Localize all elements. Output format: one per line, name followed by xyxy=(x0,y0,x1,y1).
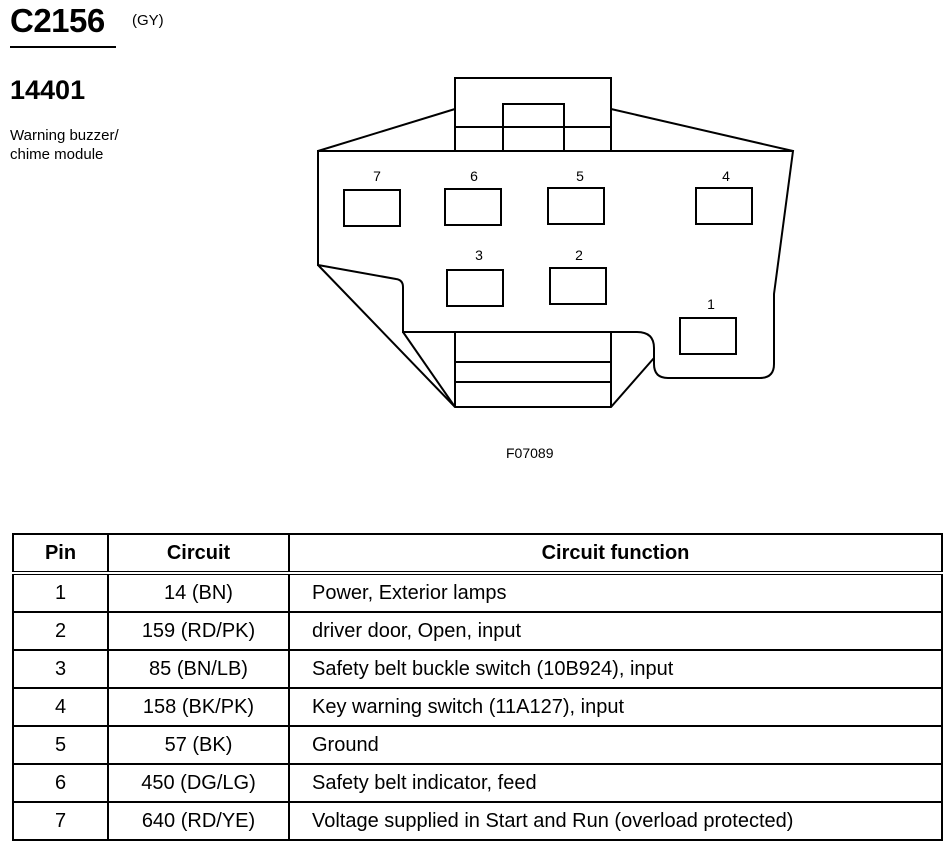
function-cell: driver door, Open, input xyxy=(288,611,943,651)
pin-circuit-table: Pin Circuit Circuit function 1 14 (BN) P… xyxy=(12,533,943,841)
table-row: 5 57 (BK) Ground xyxy=(12,725,943,765)
connector-latch xyxy=(454,77,612,152)
pin-cavity xyxy=(679,317,737,355)
function-cell: Safety belt indicator, feed xyxy=(288,763,943,803)
pin-cavity xyxy=(547,187,605,225)
circuit-cell: 57 (BK) xyxy=(107,725,290,765)
function-cell: Power, Exterior lamps xyxy=(288,572,943,613)
part-description: Warning buzzer/ chime module xyxy=(10,126,119,164)
connector-face-diagram: 1 2 3 4 5 6 7 xyxy=(317,77,795,408)
pin-label: 5 xyxy=(576,168,584,184)
pin-cell: 7 xyxy=(12,801,109,841)
shoulder-line xyxy=(610,108,794,152)
part-description-line: chime module xyxy=(10,146,104,163)
column-header-circuit: Circuit xyxy=(107,533,290,574)
circuit-cell: 159 (RD/PK) xyxy=(107,611,290,651)
part-description-line: Warning buzzer/ xyxy=(10,127,119,144)
pin-cell: 5 xyxy=(12,725,109,765)
pin-cell: 4 xyxy=(12,687,109,727)
table-header-row: Pin Circuit Circuit function xyxy=(12,533,943,574)
pin-cell: 6 xyxy=(12,763,109,803)
table-row: 7 640 (RD/YE) Voltage supplied in Start … xyxy=(12,801,943,841)
connector-id: C2156 xyxy=(10,2,105,39)
column-header-pin: Pin xyxy=(12,533,109,574)
circuit-cell: 450 (DG/LG) xyxy=(107,763,290,803)
circuit-cell: 158 (BK/PK) xyxy=(107,687,290,727)
table-row: 6 450 (DG/LG) Safety belt indicator, fee… xyxy=(12,763,943,803)
connector-body-outline xyxy=(317,150,795,379)
table-row: 2 159 (RD/PK) driver door, Open, input xyxy=(12,611,943,651)
part-number: 14401 xyxy=(10,75,86,105)
column-header-function: Circuit function xyxy=(288,533,943,574)
pin-label: 6 xyxy=(470,168,478,184)
table-row: 3 85 (BN/LB) Safety belt buckle switch (… xyxy=(12,649,943,689)
shoulder-line xyxy=(317,108,456,152)
pin-cavity xyxy=(343,189,401,227)
color-code: (GY) xyxy=(132,12,164,29)
pin-label: 1 xyxy=(707,296,715,312)
pin-label: 2 xyxy=(575,247,583,263)
table-row: 1 14 (BN) Power, Exterior lamps xyxy=(12,572,943,613)
pin-cell: 2 xyxy=(12,611,109,651)
table-row: 4 158 (BK/PK) Key warning switch (11A127… xyxy=(12,687,943,727)
function-cell: Voltage supplied in Start and Run (overl… xyxy=(288,801,943,841)
connector-id-underline xyxy=(10,46,116,48)
function-cell: Safety belt buckle switch (10B924), inpu… xyxy=(288,649,943,689)
pin-cavity xyxy=(549,267,607,305)
pin-cell: 1 xyxy=(12,572,109,613)
pin-label: 7 xyxy=(373,168,381,184)
function-cell: Key warning switch (11A127), input xyxy=(288,687,943,727)
circuit-cell: 85 (BN/LB) xyxy=(107,649,290,689)
function-cell: Ground xyxy=(288,725,943,765)
circuit-cell: 640 (RD/YE) xyxy=(107,801,290,841)
pin-cavity xyxy=(446,269,504,307)
connector-skirt xyxy=(317,264,655,408)
pin-cell: 3 xyxy=(12,649,109,689)
pin-label: 3 xyxy=(475,247,483,263)
pin-label: 4 xyxy=(722,168,730,184)
figure-id: F07089 xyxy=(506,445,554,461)
pin-cavity xyxy=(695,187,753,225)
pin-cavity xyxy=(444,188,502,226)
circuit-cell: 14 (BN) xyxy=(107,572,290,613)
